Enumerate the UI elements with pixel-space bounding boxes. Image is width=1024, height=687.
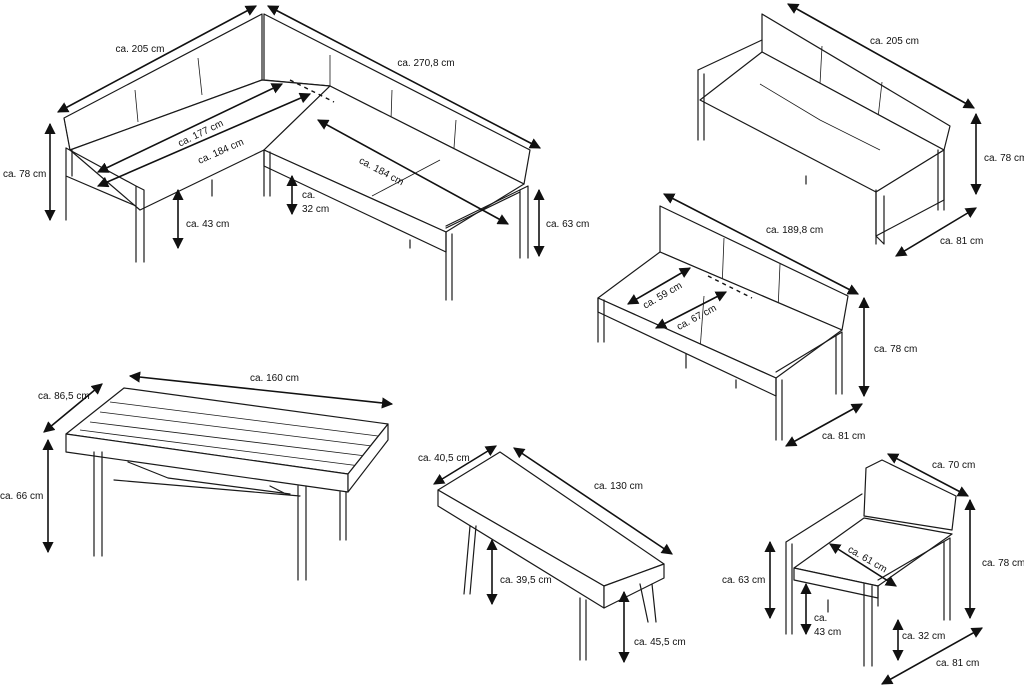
armchair-seat-height-label-1: ca. (814, 613, 827, 624)
corner-sofa-leg-clearance-label-2: 32 cm (302, 204, 329, 215)
armchair-depth-label: ca. 81 cm (936, 658, 979, 669)
three-seater-height-label: ca. 78 cm (984, 153, 1024, 164)
corner-sofa-width-left-label: ca. 205 cm (116, 44, 165, 55)
two-seater-depth-label: ca. 81 cm (822, 431, 865, 442)
corner-sofa-height-label: ca. 78 cm (3, 169, 46, 180)
corner-sofa: ca. 205 cm ca. 270,8 cm ca. 78 cm ca. 17… (3, 5, 589, 301)
three-seater-width-label: ca. 205 cm (870, 36, 919, 47)
armchair-height-label: ca. 78 cm (982, 558, 1024, 569)
corner-sofa-width-right-label: ca. 270,8 cm (397, 58, 454, 69)
armchair: ca. 70 cm ca. 61 cm ca. 78 cm ca. 63 cm … (722, 453, 1024, 685)
three-seater-depth-label: ca. 81 cm (940, 236, 983, 247)
corner-sofa-leg-clearance-label-1: ca. (302, 190, 315, 201)
dining-table-height-label: ca. 66 cm (0, 491, 43, 502)
coffee-table-height-high-label: ca. 45,5 cm (634, 637, 686, 648)
armchair-leg-clearance-label: ca. 32 cm (902, 631, 945, 642)
armchair-seat-height-label-2: 43 cm (814, 627, 841, 638)
coffee-table: ca. 40,5 cm ca. 130 cm ca. 39,5 cm ca. 4… (418, 445, 686, 664)
coffee-table-height-low-label: ca. 39,5 cm (500, 575, 552, 586)
coffee-table-depth-label: ca. 40,5 cm (418, 453, 470, 464)
armchair-arm-height-label: ca. 63 cm (722, 575, 765, 586)
coffee-table-length-label: ca. 130 cm (594, 481, 643, 492)
three-seater-sofa: ca. 205 cm ca. 78 cm ca. 81 cm (697, 3, 1024, 257)
two-seater-height-label: ca. 78 cm (874, 344, 917, 355)
dining-table-depth-label: ca. 86,5 cm (38, 391, 90, 402)
dining-table-length-label: ca. 160 cm (250, 373, 299, 384)
two-seater-sofa: ca. 189,8 cm ca. 59 cm ca. 67 cm ca. 78 … (597, 193, 917, 447)
two-seater-width-label: ca. 189,8 cm (766, 225, 823, 236)
corner-sofa-seat-height-label: ca. 43 cm (186, 219, 229, 230)
corner-sofa-arm-height-label: ca. 63 cm (546, 219, 589, 230)
armchair-width-label: ca. 70 cm (932, 460, 975, 471)
dining-table: ca. 86,5 cm ca. 160 cm ca. 66 cm (0, 371, 394, 581)
